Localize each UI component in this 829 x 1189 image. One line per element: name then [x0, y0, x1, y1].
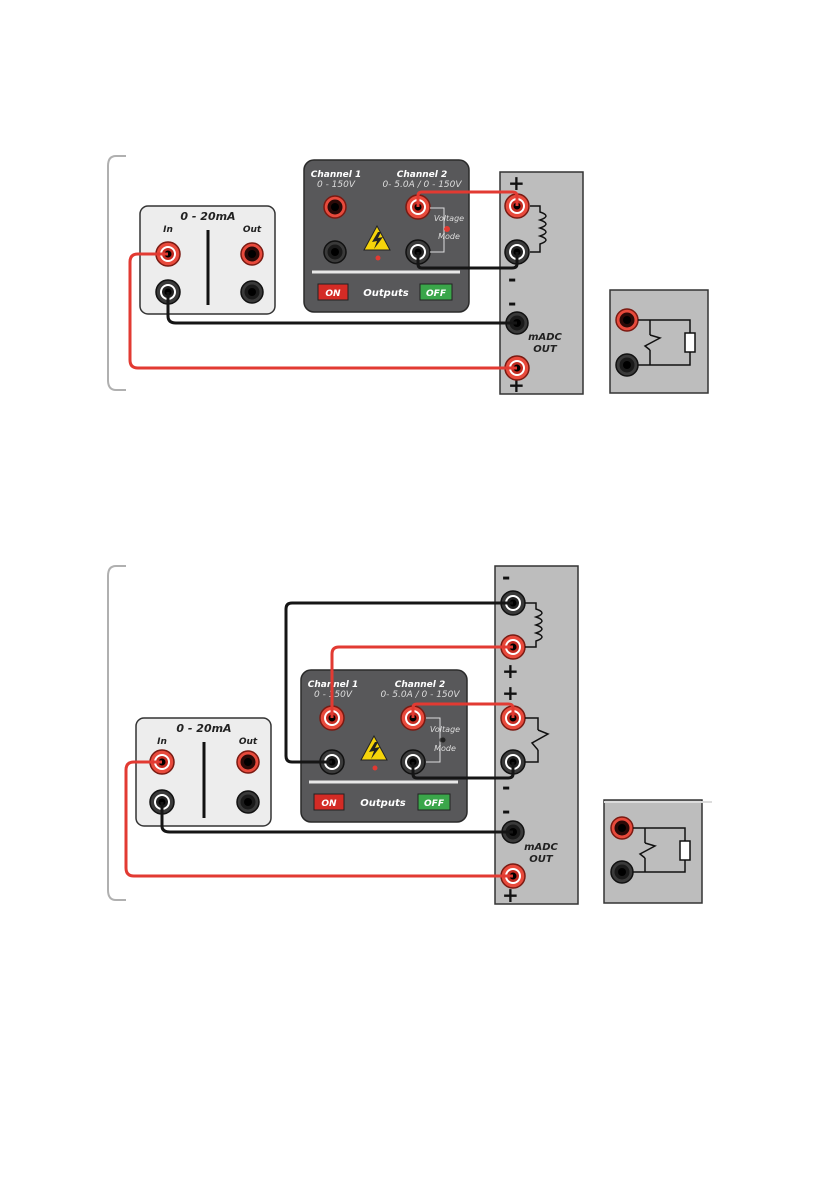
- panel-sign: -: [508, 291, 516, 315]
- ch2-range: 0- 5.0A / 0 - 150V: [380, 690, 460, 700]
- ch1-indicator-led: [373, 766, 378, 771]
- mode-label-1: Voltage: [434, 214, 464, 223]
- resistor-positive-jack[interactable]: [616, 309, 638, 331]
- madc-label: mADC: [524, 842, 558, 853]
- ma-box: 0 - 20mA In Out: [136, 718, 271, 826]
- off-button-label: OFF: [424, 799, 445, 809]
- ma-out-label: Out: [243, 225, 262, 235]
- power-supply: Channel 1 0 - 150V Channel 2 0- 5.0A / 0…: [301, 670, 467, 822]
- wiring-diagram-1: 0 - 20mA In Out Channel 1 0 - 150V Chann…: [0, 140, 829, 500]
- panel-sign: -: [502, 799, 510, 823]
- ch2-title: Channel 2: [395, 680, 445, 690]
- ch1-negative-jack[interactable]: [324, 241, 346, 263]
- madc-label: mADC: [528, 332, 562, 343]
- ma-out-label: Out: [239, 737, 258, 747]
- terminal-panel: - + + - - + mADC OUT: [495, 565, 578, 907]
- ma-box-title: 0 - 20mA: [176, 722, 231, 735]
- ma-in-label: In: [163, 225, 173, 235]
- ma-out-positive-jack[interactable]: [237, 751, 259, 773]
- ch1-range: 0 - 150V: [317, 180, 356, 190]
- mode-label-2: Mode: [434, 744, 456, 753]
- resistor-negative-jack[interactable]: [616, 354, 638, 376]
- mode-label-2: Mode: [438, 232, 460, 241]
- resistor-negative-jack[interactable]: [611, 861, 633, 883]
- outputs-label: Outputs: [360, 798, 405, 809]
- resistor-icon: [685, 333, 695, 352]
- madc-out-label: OUT: [533, 344, 558, 355]
- enclosure-bracket: [108, 156, 126, 390]
- panel-sign: +: [502, 681, 519, 705]
- ch1-title: Channel 1: [311, 170, 361, 180]
- ch1-indicator-led: [376, 256, 381, 261]
- terminal-panel: + - - + mADC OUT: [500, 171, 583, 397]
- ma-out-negative-jack[interactable]: [237, 791, 259, 813]
- on-button-label: ON: [321, 799, 337, 809]
- panel-sign: +: [502, 659, 519, 683]
- ma-box-title: 0 - 20mA: [180, 210, 235, 223]
- resistor-box: [610, 290, 708, 393]
- resistor-box: [604, 800, 712, 903]
- panel-sign: -: [508, 267, 516, 291]
- voltage-mode-led: [440, 737, 446, 743]
- ma-out-positive-jack[interactable]: [241, 243, 263, 265]
- power-supply: Channel 1 0 - 150V Channel 2 0- 5.0A / 0…: [304, 160, 469, 312]
- off-button-label: OFF: [426, 289, 447, 299]
- ma-in-label: In: [157, 737, 167, 747]
- mode-label-1: Voltage: [430, 725, 460, 734]
- ch2-range: 0- 5.0A / 0 - 150V: [382, 180, 462, 190]
- enclosure-bracket: [108, 566, 126, 900]
- ma-out-negative-jack[interactable]: [241, 281, 263, 303]
- panel-sign: -: [502, 565, 510, 589]
- resistor-icon: [680, 841, 690, 860]
- outputs-label: Outputs: [363, 288, 408, 299]
- on-button-label: ON: [325, 289, 341, 299]
- madc-out-label: OUT: [529, 854, 554, 865]
- ma-box: 0 - 20mA In Out: [140, 206, 275, 314]
- ch2-title: Channel 2: [397, 170, 447, 180]
- wiring-diagram-2: 0 - 20mA In Out Channel 1 0 - 150V Chann…: [0, 550, 829, 910]
- ch1-positive-jack[interactable]: [324, 196, 346, 218]
- resistor-positive-jack[interactable]: [611, 817, 633, 839]
